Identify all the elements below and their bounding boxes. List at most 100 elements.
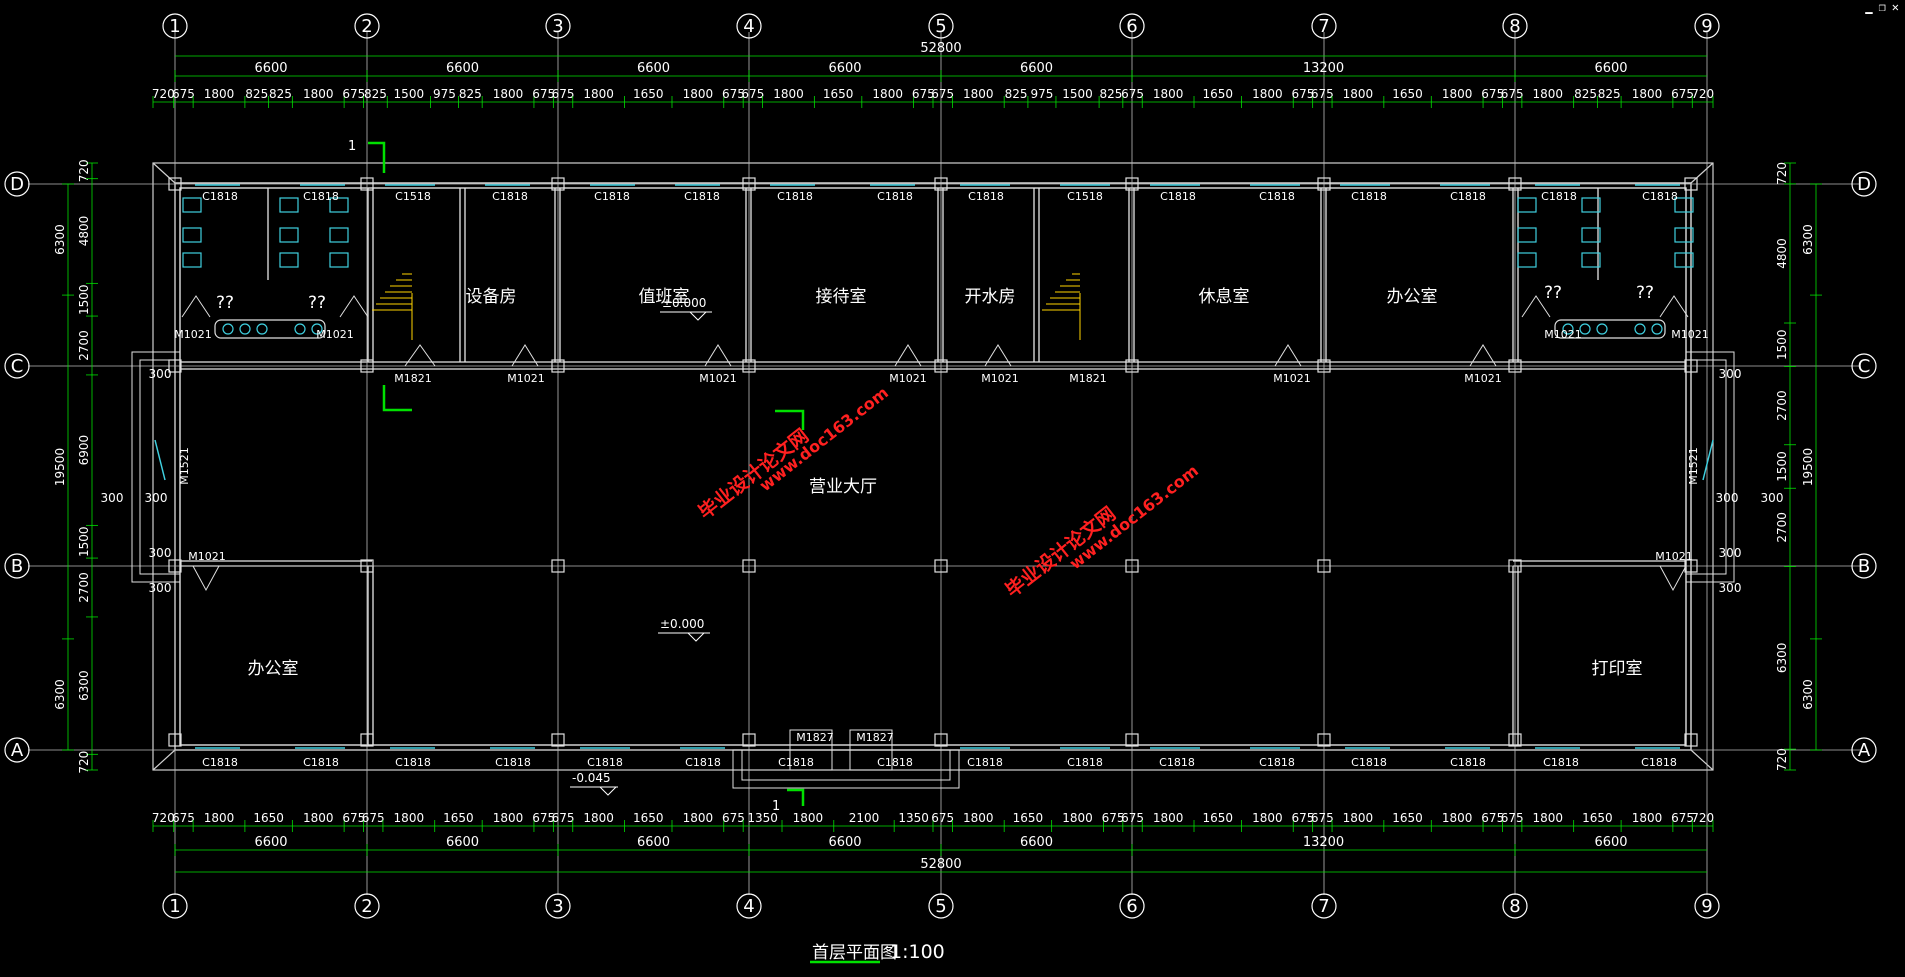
dim-bottom-bay-2: 6600 xyxy=(637,835,670,850)
dim-bottom-bay-3: 6600 xyxy=(828,835,861,850)
door-tag-6: M1021 xyxy=(981,372,1019,385)
dim-300-2: 300 xyxy=(1716,491,1739,505)
watermark-url-2: www.doc163.com xyxy=(1066,461,1202,573)
window-tag-bottom-5: C1818 xyxy=(685,756,721,769)
dim-bottom-detail-11: 675 xyxy=(552,811,575,825)
dim-300-3: 300 xyxy=(1761,491,1784,505)
dim-bottom-detail-7: 1800 xyxy=(394,811,425,825)
dim-top-detail-20: 1650 xyxy=(823,87,854,101)
dim-bottom-detail-10: 675 xyxy=(532,811,555,825)
dim-bottom-detail-35: 675 xyxy=(1501,811,1524,825)
door-tag-3: M1021 xyxy=(507,372,545,385)
window-tag-top-14: C1818 xyxy=(1541,190,1577,203)
minimize-icon[interactable]: ▁ xyxy=(1865,0,1873,14)
dim-top-detail-9: 975 xyxy=(433,87,456,101)
dim-left-inner-2: 1500 xyxy=(77,284,91,315)
window-tag-bottom-15: C1818 xyxy=(877,756,913,769)
dim-top-detail-10: 825 xyxy=(459,87,482,101)
drawing-title-text: 首层平面图 xyxy=(812,943,897,963)
window-tag-bottom-0: C1818 xyxy=(202,756,238,769)
window-tag-bottom-14: C1818 xyxy=(778,756,814,769)
dim-top-detail-36: 1650 xyxy=(1392,87,1423,101)
dim-bottom-detail-28: 1800 xyxy=(1252,811,1283,825)
door-tag-17: M1827 xyxy=(856,731,894,744)
dim-bottom-detail-32: 1650 xyxy=(1392,811,1423,825)
room-label-equipment: 设备房 xyxy=(466,287,517,307)
window-glazing xyxy=(154,184,1714,749)
grid-bubble-5-bottom: 5 xyxy=(935,896,946,917)
door-tag-14: M1021 xyxy=(1544,328,1582,341)
dim-top-detail-21: 1800 xyxy=(872,87,903,101)
dim-bottom-bay-4: 6600 xyxy=(1020,835,1053,850)
window-tag-top-10: C1818 xyxy=(1160,190,1196,203)
grid-bubble-9-bottom: 9 xyxy=(1701,896,1712,917)
door-tag-10: M1021 xyxy=(188,550,226,563)
door-tag-0: M1021 xyxy=(174,328,212,341)
dim-left-inner-6: 2700 xyxy=(77,572,91,603)
dim-left-inner-5: 1500 xyxy=(77,526,91,557)
window-tag-top-12: C1818 xyxy=(1351,190,1387,203)
dim-top-detail-23: 675 xyxy=(931,87,954,101)
window-tag-bottom-10: C1818 xyxy=(1351,756,1387,769)
door-tag-1: M1021 xyxy=(316,328,354,341)
dim-overall-bottom: 52800 xyxy=(920,857,961,872)
dim-bottom-detail-4: 1800 xyxy=(303,811,334,825)
dim-left-outer-2: 6300 xyxy=(53,679,67,710)
window-tag-top-13: C1818 xyxy=(1450,190,1486,203)
dim-right-inner-1: 4800 xyxy=(1775,238,1789,269)
dim-top-detail-12: 675 xyxy=(532,87,555,101)
dim-top-detail-37: 1800 xyxy=(1442,87,1473,101)
structural-grid-lines xyxy=(28,32,1860,895)
window-tag-top-11: C1818 xyxy=(1259,190,1295,203)
window-tag-top-6: C1818 xyxy=(777,190,813,203)
grid-bubble-2-top: 2 xyxy=(361,16,372,37)
grid-bubble-7-bottom: 7 xyxy=(1318,896,1329,917)
dim-top-detail-2: 1800 xyxy=(204,87,235,101)
dim-bottom-bay-5: 13200 xyxy=(1303,835,1344,850)
window-tag-bottom-12: C1818 xyxy=(1543,756,1579,769)
door-tag-4: M1021 xyxy=(699,372,737,385)
dim-bottom-detail-30: 675 xyxy=(1311,811,1334,825)
dim-top-detail-40: 1800 xyxy=(1532,87,1563,101)
window-tag-top-3: C1818 xyxy=(492,190,528,203)
close-icon[interactable]: ✕ xyxy=(1891,0,1899,14)
dim-300-0: 300 xyxy=(101,491,124,505)
dim-top-detail-35: 1800 xyxy=(1343,87,1374,101)
restore-icon[interactable]: ❐ xyxy=(1878,0,1886,14)
window-tag-bottom-1: C1818 xyxy=(303,756,339,769)
dim-bottom-detail-18: 2100 xyxy=(849,811,880,825)
dim-bottom-detail-0: 720 xyxy=(152,811,175,825)
dim-bottom-detail-38: 1800 xyxy=(1632,811,1663,825)
dim-bottom-detail-17: 1800 xyxy=(793,811,824,825)
dim-right-inner-7: 720 xyxy=(1775,748,1789,771)
dim-top-detail-24: 1800 xyxy=(963,87,994,101)
grid-bubble-B-right: B xyxy=(1858,556,1870,577)
dim-top-detail-17: 675 xyxy=(722,87,745,101)
dim-top-bay-1: 6600 xyxy=(446,61,479,76)
dim-top-bay-4: 6600 xyxy=(1020,61,1053,76)
grid-bubble-8-bottom: 8 xyxy=(1509,896,1520,917)
level-marks: ±0.000 ±0.000 -0.045 1 1 xyxy=(348,139,780,814)
dim-top-detail-0: 720 xyxy=(152,87,175,101)
dim-right-inner-5: 2700 xyxy=(1775,512,1789,543)
door-tag-9: M1021 xyxy=(1464,372,1502,385)
dim-right-outer-2: 6300 xyxy=(1801,679,1815,710)
dim-top-detail-4: 825 xyxy=(269,87,292,101)
room-label-duty: 值班室 xyxy=(639,287,690,307)
dim-right-inner-2: 1500 xyxy=(1775,329,1789,360)
drawing-title: 首层平面图 1:100 xyxy=(812,941,945,963)
grid-bubble-3-bottom: 3 xyxy=(552,896,563,917)
dim-top-detail-5: 1800 xyxy=(303,87,334,101)
dim-top-detail-14: 1800 xyxy=(583,87,614,101)
section-markers xyxy=(368,141,880,964)
dim-bottom-detail-16: 1350 xyxy=(747,811,778,825)
grid-bubble-D-right: D xyxy=(1857,174,1871,195)
grid-bubble-A-left: A xyxy=(11,740,24,761)
window-tag-top-8: C1818 xyxy=(968,190,1004,203)
dim-bottom-detail-23: 1800 xyxy=(1062,811,1093,825)
level-mark-entrance: -0.045 xyxy=(572,771,611,785)
room-labels: 设备房 值班室 接待室 开水房 休息室 办公室 营业大厅 办公室 打印室 ?? … xyxy=(216,283,1654,679)
dim-right-outer-0: 6300 xyxy=(1801,224,1815,255)
